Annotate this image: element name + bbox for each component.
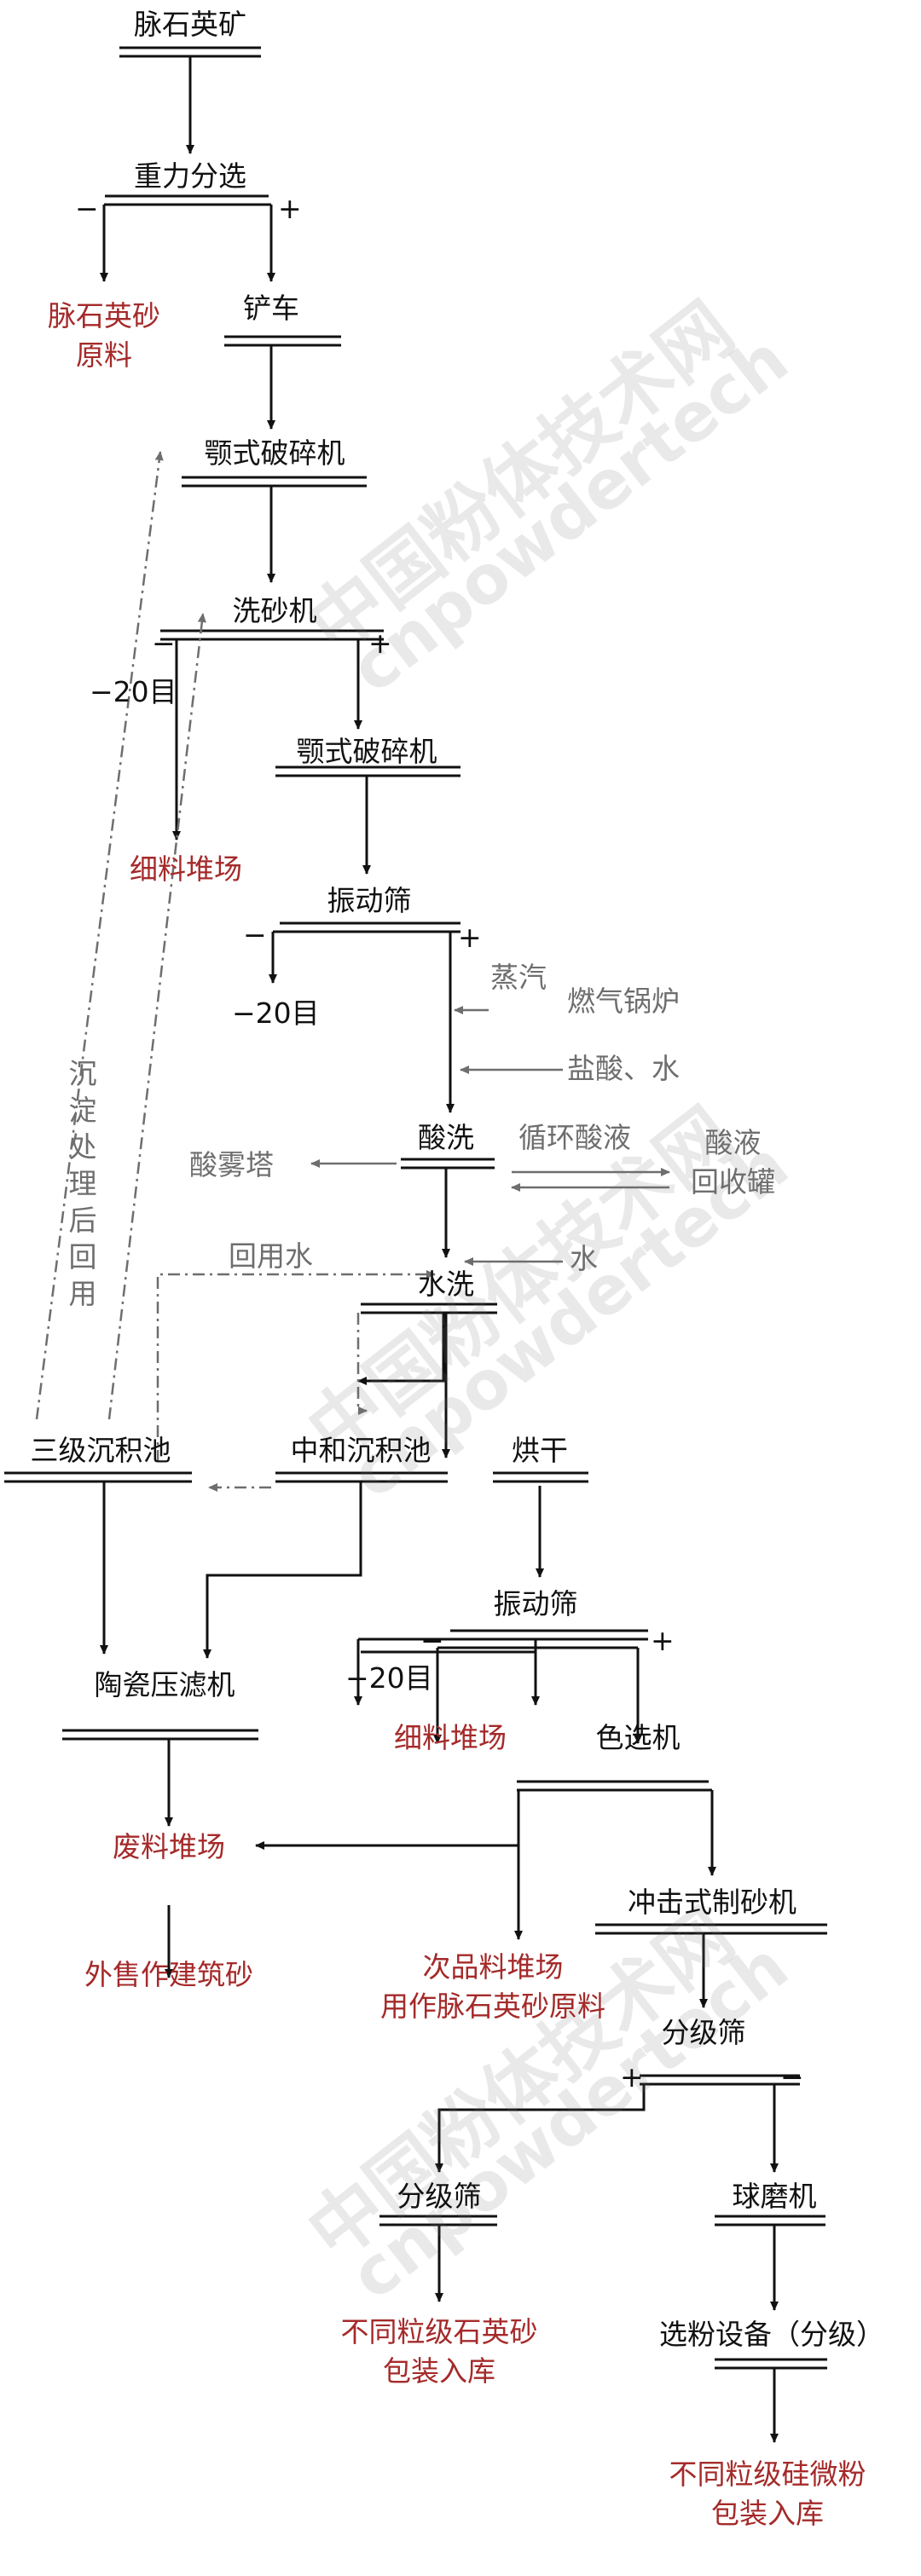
node-fine-material-yard-1: 细料堆场	[130, 852, 242, 886]
main-flow-arrows	[100, 56, 779, 2443]
node-jaw-crusher-2: 颚式破碎机	[296, 735, 437, 768]
sign-plus: +	[368, 627, 392, 660]
node-vein-quartz-ore: 脉石英矿	[134, 8, 246, 41]
label-recycled-acid: 循环酸液	[518, 1121, 631, 1154]
node-three-stage-settling-tank: 三级沉积池	[30, 1434, 171, 1467]
node-color-sorter: 色选机	[595, 1721, 681, 1754]
node-waste-yard: 废料堆场	[113, 1830, 225, 1863]
node-gravity-separation: 重力分选	[134, 159, 246, 193]
node-impact-sand-maker: 冲击式制砂机	[628, 1886, 796, 1919]
mesh-label: −20目	[90, 675, 177, 708]
label-acid-mist-tower: 酸雾塔	[189, 1148, 274, 1181]
node-grading-screen-2: 分级筛	[397, 2180, 482, 2213]
label-acid-recovery-tank: 酸液 回收罐	[691, 1126, 775, 1199]
sign-minus: −	[780, 2060, 804, 2094]
node-water-wash: 水洗	[418, 1268, 474, 1301]
label-reused-water: 回用水	[229, 1239, 313, 1273]
sign-minus: −	[152, 627, 176, 660]
node-sold-as-building-sand: 外售作建筑砂	[84, 1958, 253, 1991]
node-jaw-crusher-1: 颚式破碎机	[204, 436, 345, 470]
sign-minus: −	[420, 1624, 444, 1657]
mesh-label: −20目	[345, 1661, 433, 1695]
label-gas-boiler: 燃气锅炉	[567, 985, 680, 1018]
recycle-lines	[35, 451, 436, 1492]
node-vibrating-screen-1: 振动筛	[327, 884, 412, 917]
node-acid-wash: 酸洗	[418, 1121, 474, 1154]
node-sand-washer: 洗砂机	[232, 594, 317, 627]
label-hcl-water: 盐酸、水	[567, 1052, 680, 1085]
sign-minus: −	[243, 918, 267, 951]
node-vibrating-screen-2: 振动筛	[493, 1587, 578, 1620]
sign-plus: +	[278, 192, 302, 225]
node-neutralization-tank: 中和沉积池	[290, 1434, 432, 1467]
sign-plus: +	[458, 921, 482, 954]
node-fine-material-yard-2: 细料堆场	[394, 1721, 507, 1754]
node-silicon-micropowder-products: 不同粒级硅微粉 包装入库	[669, 2458, 866, 2531]
label-steam: 蒸汽	[490, 961, 547, 994]
node-ball-mill: 球磨机	[732, 2180, 817, 2213]
sign-minus: −	[75, 192, 99, 225]
sign-plus: +	[651, 1624, 675, 1657]
mesh-label: −20目	[232, 996, 320, 1030]
label-water: 水	[570, 1242, 598, 1275]
node-secondary-material-yard: 次品料堆场 用作脉石英砂原料	[380, 1950, 605, 2024]
auxiliary-arrows	[310, 1006, 670, 1266]
node-quartz-sand-products: 不同粒级石英砂 包装入库	[340, 2315, 538, 2388]
sign-plus: +	[620, 2060, 644, 2094]
node-powder-classifier: 选粉设备（分级）	[659, 2318, 884, 2351]
node-ceramic-filter-press: 陶瓷压滤机	[94, 1668, 235, 1701]
node-grading-screen-1: 分级筛	[661, 2016, 746, 2049]
node-drying: 烘干	[512, 1434, 568, 1467]
label-settling-reuse: 沉淀处理后回用	[64, 1059, 97, 1315]
node-shovel-car: 铲车	[243, 292, 299, 325]
node-vein-quartz-sand-raw: 脉石英砂 原料	[48, 299, 160, 373]
